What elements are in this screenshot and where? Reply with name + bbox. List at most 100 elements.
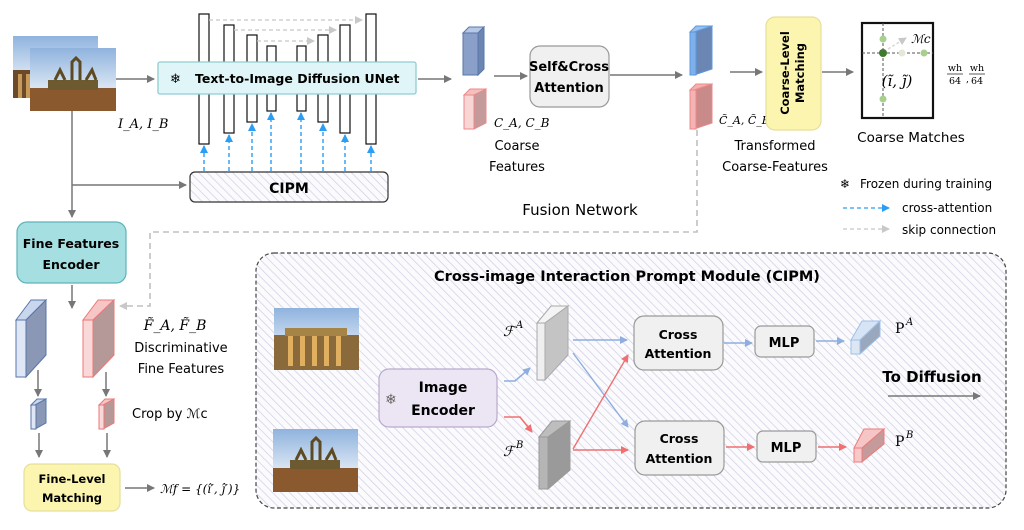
wh-numerator: wh bbox=[948, 63, 962, 74]
cipm-module-container bbox=[255, 252, 1007, 509]
match-point bbox=[879, 35, 887, 43]
cross-attention-arrows bbox=[200, 112, 375, 171]
mc-label: ℳc bbox=[911, 32, 931, 46]
transformed-feature-b bbox=[688, 83, 714, 130]
transformed-symbol: C̃_A, C̃_B bbox=[719, 114, 770, 127]
cross-attention-box-b bbox=[634, 420, 725, 476]
fine-encoder-label-1: Fine Features bbox=[23, 236, 119, 251]
cross-attention-box-a bbox=[633, 315, 724, 371]
match-point-selected bbox=[879, 49, 887, 57]
arrow-feat-a-to-ca-b bbox=[572, 352, 629, 428]
mc-arrow bbox=[887, 37, 907, 50]
prompt-a-vector bbox=[850, 319, 882, 356]
input-image-pair bbox=[13, 36, 116, 111]
unet-label: Text-to-Image Diffusion UNet bbox=[195, 71, 400, 86]
to-diffusion-label: To Diffusion bbox=[882, 368, 981, 386]
snowflake-icon: ❄ bbox=[385, 392, 397, 408]
coarse-matching-label-1: Coarse-Level bbox=[778, 31, 792, 115]
fusion-network-label: Fusion Network bbox=[522, 201, 638, 219]
cropped-feature-a bbox=[29, 398, 48, 430]
match-point bbox=[879, 95, 887, 103]
image-encoder-label-2: Encoder bbox=[411, 403, 475, 419]
match-point bbox=[898, 49, 906, 57]
self-cross-attention-box bbox=[529, 45, 610, 108]
crop-by-label: Crop by ℳc bbox=[132, 407, 208, 422]
cross-attention-b-label-1: Cross bbox=[660, 431, 699, 446]
cipm-image-b bbox=[273, 429, 358, 492]
fine-features-label-2: Fine Features bbox=[138, 362, 225, 377]
wh-fraction-label: wh 64 , wh 64 bbox=[947, 63, 985, 87]
mlp-box-a bbox=[754, 325, 815, 358]
ij-label: (ĩ, j̃) bbox=[882, 72, 913, 90]
mlp-a-label: MLP bbox=[769, 336, 800, 351]
arrow-feat-b-to-ca-a bbox=[572, 354, 629, 450]
arrow-encoder-to-feat-b bbox=[504, 416, 533, 433]
coarse-feature-b bbox=[462, 88, 488, 130]
skip-connections bbox=[209, 16, 363, 45]
cipm-module-title: Cross-image Interaction Prompt Module (C… bbox=[434, 269, 820, 285]
wh-denominator: 64 bbox=[949, 76, 961, 87]
transformed-label-2: Coarse-Features bbox=[722, 160, 828, 175]
fine-matching-label-1: Fine-Level bbox=[39, 472, 106, 486]
fine-level-matching-box bbox=[23, 463, 121, 512]
cross-attention-a-label-1: Cross bbox=[659, 327, 698, 342]
mlp-b-label: MLP bbox=[771, 441, 802, 456]
coarse-features-symbol: C_A, C_B bbox=[494, 116, 550, 130]
cipm-image-a bbox=[274, 308, 359, 370]
feature-map-a bbox=[535, 305, 570, 382]
feature-a-superscript: A bbox=[515, 320, 523, 331]
transformed-label-1: Transformed bbox=[734, 139, 816, 154]
coarse-matches-label: Coarse Matches bbox=[857, 130, 965, 146]
cipm-small-box bbox=[189, 171, 389, 203]
prompt-b-symbol: P bbox=[895, 434, 904, 450]
coarse-matches-grid bbox=[860, 21, 935, 120]
mf-formula: ℳf = {(î′, ĵ′)} bbox=[160, 482, 240, 496]
prompt-b-superscript: B bbox=[905, 430, 913, 441]
legend-skip-label: skip connection bbox=[902, 223, 996, 237]
prompt-a-symbol: P bbox=[895, 321, 904, 337]
prompt-a-superscript: A bbox=[905, 317, 913, 328]
coarse-feature-a bbox=[461, 25, 486, 77]
svg-text:,: , bbox=[966, 74, 969, 85]
image-encoder-box bbox=[378, 368, 498, 428]
feature-b-symbol: ℱ bbox=[503, 444, 517, 460]
input-images-label: I_A, I_B bbox=[117, 117, 168, 132]
legend-frozen-label: Frozen during training bbox=[860, 177, 992, 191]
transformed-feature-a bbox=[688, 25, 714, 76]
arrow-encoder-to-feat-a bbox=[504, 367, 531, 382]
self-cross-label-1: Self&Cross bbox=[529, 60, 609, 75]
fine-features-symbol: F̃_A, F̃_B bbox=[143, 316, 207, 334]
feature-b-label: ℱ B bbox=[503, 440, 523, 460]
fine-features-label-1: Discriminative bbox=[134, 341, 227, 356]
fine-feature-b bbox=[82, 298, 116, 379]
snowflake-icon: ❄ bbox=[170, 72, 181, 87]
mlp-box-b bbox=[756, 430, 817, 463]
wh-numerator: wh bbox=[970, 63, 984, 74]
cross-attention-b-label-2: Attention bbox=[646, 451, 713, 466]
match-point bbox=[920, 49, 928, 57]
coarse-level-matching-box bbox=[765, 16, 822, 131]
snowflake-icon: ❄ bbox=[840, 177, 850, 191]
prompt-b-vector bbox=[853, 427, 886, 464]
wh-denominator: 64 bbox=[971, 76, 983, 87]
cross-attention-a-label-2: Attention bbox=[645, 346, 712, 361]
unet-box bbox=[157, 61, 417, 95]
legend: ❄ Frozen during training cross-attention… bbox=[840, 177, 996, 237]
feature-map-b bbox=[537, 420, 572, 491]
fine-feature-a bbox=[15, 298, 48, 379]
skip-arrow-transformed-to-fine bbox=[119, 130, 698, 310]
fine-features-encoder-box bbox=[16, 221, 127, 284]
prompt-b-label: P B bbox=[895, 430, 913, 450]
input-image-b bbox=[30, 48, 116, 111]
legend-cross-attention-label: cross-attention bbox=[902, 201, 992, 215]
image-encoder-label-1: Image bbox=[419, 380, 468, 396]
coarse-matching-label-2: Matching bbox=[793, 43, 807, 103]
feature-a-symbol: ℱ bbox=[503, 324, 517, 340]
feature-b-superscript: B bbox=[515, 440, 523, 451]
cipm-small-label: CIPM bbox=[269, 181, 309, 197]
self-cross-label-2: Attention bbox=[534, 81, 603, 96]
cropped-feature-b bbox=[97, 398, 116, 430]
fine-encoder-label-2: Encoder bbox=[42, 257, 100, 272]
coarse-features-label-1: Coarse bbox=[494, 139, 539, 154]
